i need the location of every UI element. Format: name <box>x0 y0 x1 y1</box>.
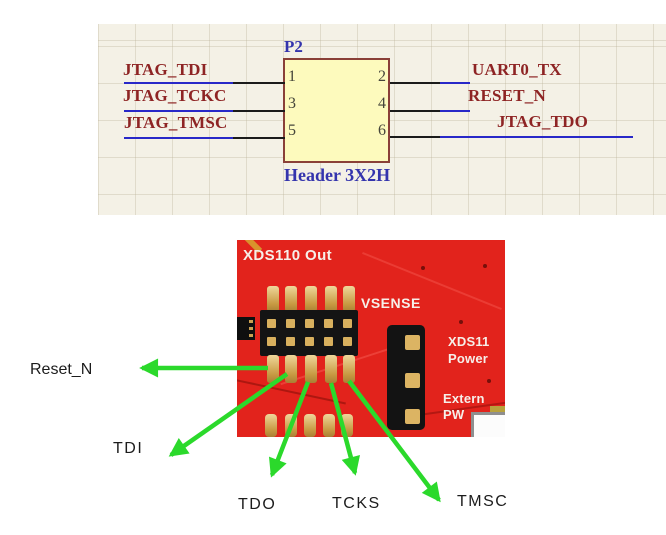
silkscreen-xds110-out: XDS110 Out <box>243 247 333 264</box>
label-reset-n: Reset_N <box>30 361 93 378</box>
pcb-via <box>421 266 425 270</box>
header-pin-reset-n <box>267 355 279 383</box>
header-symbol-box <box>283 58 390 163</box>
silkscreen-xds110-power-1: XDS11 <box>448 334 490 349</box>
silkscreen-extern-pwr-2: PW <box>443 407 465 422</box>
part-footprint-label: Header 3X2H <box>284 165 391 185</box>
header-pin <box>305 286 317 312</box>
wire-jtag-tdi <box>124 82 233 84</box>
header-pin <box>285 286 297 312</box>
label-tdo: TDO <box>238 496 277 513</box>
pin-line-6 <box>390 136 440 138</box>
pin-number-1: 1 <box>288 68 296 85</box>
pin-number-4: 4 <box>378 95 386 112</box>
net-label-jtag-tdo: JTAG_TDO <box>497 112 589 131</box>
net-label-uart0-tx: UART0_TX <box>472 60 562 79</box>
header-pin <box>267 286 279 312</box>
header-pin <box>325 286 337 312</box>
header-pin <box>343 286 355 312</box>
solder-pad <box>285 414 297 437</box>
schematic-panel: P2 JTAG_TDI JTAG_TCKC JTAG_TMSC UART0_TX… <box>98 24 666 215</box>
net-label-jtag-tckc: JTAG_TCKC <box>123 86 227 105</box>
label-tdi: TDI <box>113 440 144 457</box>
part-designator: P2 <box>284 37 303 56</box>
label-tcks: TCKS <box>332 495 381 512</box>
pcb-photo: XDS110 Out VSENSE XDS11 Power Extern PW <box>237 240 505 437</box>
pin-line-2 <box>390 82 440 84</box>
header-pin-tmsc <box>343 355 355 383</box>
pin-line-1 <box>233 82 285 84</box>
pin-line-3 <box>233 110 285 112</box>
pin-number-2: 2 <box>378 68 386 85</box>
label-tmsc: TMSC <box>457 493 509 510</box>
wire-jtag-tckc <box>124 110 233 112</box>
header-pin-tcks <box>325 355 337 383</box>
silkscreen-xds110-power-2: Power <box>448 351 489 366</box>
pin-number-6: 6 <box>378 122 386 139</box>
solder-pad <box>323 414 335 437</box>
net-label-jtag-tdi: JTAG_TDI <box>123 60 208 79</box>
header-pin-tdi <box>285 355 297 383</box>
pin-line-5 <box>233 137 285 139</box>
jtag-header-body <box>260 310 358 356</box>
silkscreen-extern-pwr-1: Extern <box>443 391 485 406</box>
wire-jtag-tdo <box>440 136 633 138</box>
pin-line-4 <box>390 110 440 112</box>
pcb-via <box>459 320 463 324</box>
wire-uart0-tx <box>440 82 470 84</box>
net-label-reset-n: RESET_N <box>468 86 546 105</box>
pcb-component-edge <box>490 406 505 412</box>
pcb-via <box>483 264 487 268</box>
solder-pad <box>304 414 316 437</box>
net-label-jtag-tmsc: JTAG_TMSC <box>124 113 228 132</box>
solder-pad <box>341 414 353 437</box>
smd-component <box>237 317 255 340</box>
pin-number-5: 5 <box>288 122 296 139</box>
white-component-corner <box>471 412 505 437</box>
pcb-via <box>487 379 491 383</box>
wire-reset-n <box>440 110 470 112</box>
solder-pad <box>265 414 277 437</box>
pin-number-3: 3 <box>288 95 296 112</box>
vsense-header-body <box>387 325 425 430</box>
header-pin-tdo <box>305 355 317 383</box>
silkscreen-vsense: VSENSE <box>361 295 421 311</box>
wire-jtag-tmsc <box>124 137 233 139</box>
